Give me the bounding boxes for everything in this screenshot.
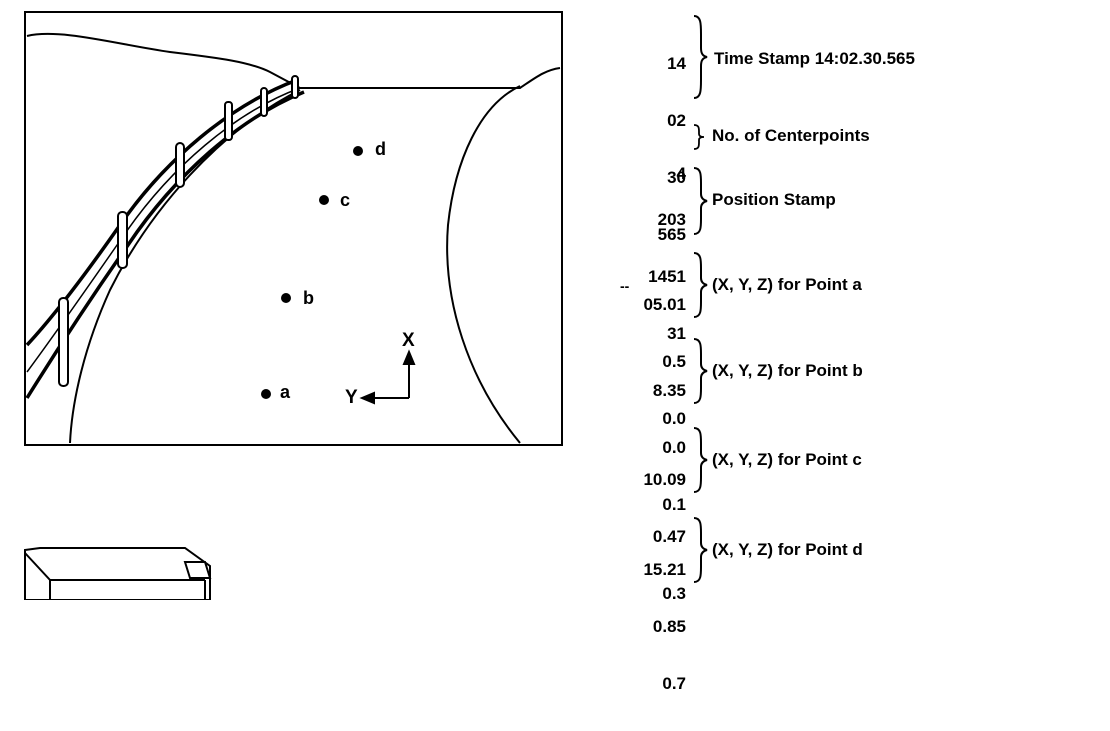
record-values: 203 1451 31 <box>600 172 686 381</box>
brace-icon <box>693 252 708 318</box>
record-values: 4 <box>600 126 686 221</box>
fence-post <box>260 87 268 117</box>
value: 05.01 <box>643 295 686 314</box>
record-description: Time Stamp 14:02.30.565 <box>714 49 915 68</box>
brace-icon <box>693 124 705 150</box>
value: 0.85 <box>652 617 686 636</box>
fence-post <box>224 101 233 141</box>
axis-y-label: Y <box>345 387 358 408</box>
point-a-marker <box>261 389 271 399</box>
fence-post <box>58 297 69 387</box>
record-values: 8.35 0.0 0.1 <box>600 343 686 552</box>
brace-icon <box>693 338 708 404</box>
axis-x-label: X <box>402 330 415 351</box>
brace-icon <box>693 167 708 235</box>
point-c-marker <box>319 195 329 205</box>
scene-frame <box>24 11 563 446</box>
value: 8.35 <box>652 381 686 400</box>
point-d-marker <box>353 146 363 156</box>
fence-post <box>291 75 299 99</box>
value: 203 <box>657 210 686 229</box>
road-scene: X Y a b c d <box>24 11 563 600</box>
brace-icon <box>693 427 708 493</box>
record-description: (X, Y, Z) for Point a <box>712 275 862 294</box>
point-c-label: c <box>340 190 350 210</box>
road-right-edge <box>446 85 521 444</box>
value: 30 <box>667 168 686 187</box>
record-description: No. of Centerpoints <box>712 126 870 145</box>
record-prefix: -- <box>620 278 630 294</box>
point-b-marker <box>281 293 291 303</box>
brace-icon <box>693 517 708 583</box>
value: 0.1 <box>662 495 686 514</box>
value: 1451 <box>648 267 686 286</box>
value: 0.3 <box>662 584 686 603</box>
record-description: (X, Y, Z) for Point c <box>712 450 862 469</box>
fence-post <box>175 142 185 188</box>
record-description: (X, Y, Z) for Point b <box>712 361 863 380</box>
value: 10.09 <box>643 470 686 489</box>
value: 0.0 <box>662 438 686 457</box>
point-b-label: b <box>303 288 314 308</box>
centerpoints: a b c d <box>261 139 386 402</box>
axis-indicator <box>359 349 416 405</box>
record-values: 05.01 0.5 0.0 <box>600 257 686 466</box>
fence-posts <box>58 75 299 387</box>
horizon-line <box>26 32 561 89</box>
value: 4 <box>676 164 686 183</box>
record-description: Position Stamp <box>712 190 836 209</box>
point-d-label: d <box>375 139 386 159</box>
value: 0.7 <box>662 674 686 693</box>
value: 565 <box>657 225 686 244</box>
camera-box-icon <box>24 547 212 600</box>
fence-post <box>117 211 128 269</box>
record-values: 14 02 30 565 <box>600 16 686 282</box>
value: 0.47 <box>652 527 686 546</box>
record-values: 15.21 0.85 0.7 <box>600 522 686 731</box>
value: 0.0 <box>662 409 686 428</box>
point-a-label: a <box>280 382 291 402</box>
record-description: (X, Y, Z) for Point d <box>712 540 863 559</box>
value: 0.5 <box>662 352 686 371</box>
value: 15.21 <box>643 560 686 579</box>
value: 02 <box>667 111 686 130</box>
brace-icon <box>693 15 708 99</box>
record-values: 10.09 0.47 0.3 <box>600 432 686 641</box>
value: 31 <box>667 324 686 343</box>
value: 14 <box>667 54 686 73</box>
figure: X Y a b c d 14 02 30 565 <box>24 11 915 693</box>
